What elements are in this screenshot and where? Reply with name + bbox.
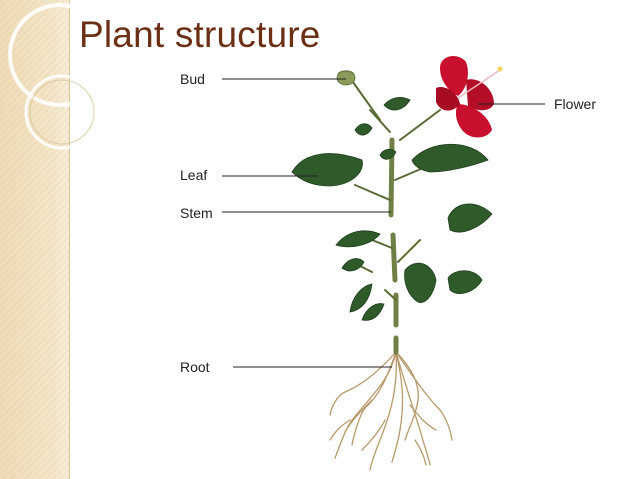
flower-petal-left — [436, 86, 460, 111]
stem — [388, 137, 399, 355]
leaf-upper-left — [291, 153, 363, 187]
leaf-right-large — [404, 262, 437, 303]
decorative-circles — [8, 3, 112, 150]
decorative-circle-outline — [29, 79, 95, 145]
leaf-lower-left — [349, 283, 373, 313]
decorative-circle-small — [24, 74, 100, 150]
flower-stamen — [457, 69, 501, 99]
leaf-sprout-center — [379, 148, 397, 160]
leaf-top-sprout — [354, 123, 373, 136]
flower-petal-lower — [455, 104, 492, 138]
leaf-right-small — [447, 270, 483, 294]
leaf-top-small — [383, 97, 411, 111]
bud-tip — [337, 70, 355, 75]
leaf-middle-left — [335, 230, 381, 248]
leaf-middle-right — [447, 203, 493, 233]
label-flower: Flower — [554, 96, 597, 112]
page-title: Plant structure — [79, 14, 321, 55]
leaf-upper-right — [411, 143, 489, 173]
flower-petal-top — [440, 56, 468, 96]
leaf-lower-left-small — [341, 258, 365, 272]
flower-petal-right — [466, 79, 494, 111]
label-bud: Bud — [180, 71, 205, 87]
label-root: Root — [180, 359, 210, 375]
leaves — [291, 97, 493, 321]
leader-lines — [222, 78, 545, 368]
leaf-lower-mid — [361, 303, 385, 321]
side-strip-border — [69, 0, 70, 479]
bud — [336, 70, 356, 86]
flower-stigma — [497, 66, 503, 72]
label-leaf: Leaf — [180, 167, 208, 183]
root-system — [329, 351, 453, 471]
flower — [436, 56, 503, 138]
decorative-circle-large — [8, 3, 112, 107]
label-stem: Stem — [180, 205, 213, 221]
